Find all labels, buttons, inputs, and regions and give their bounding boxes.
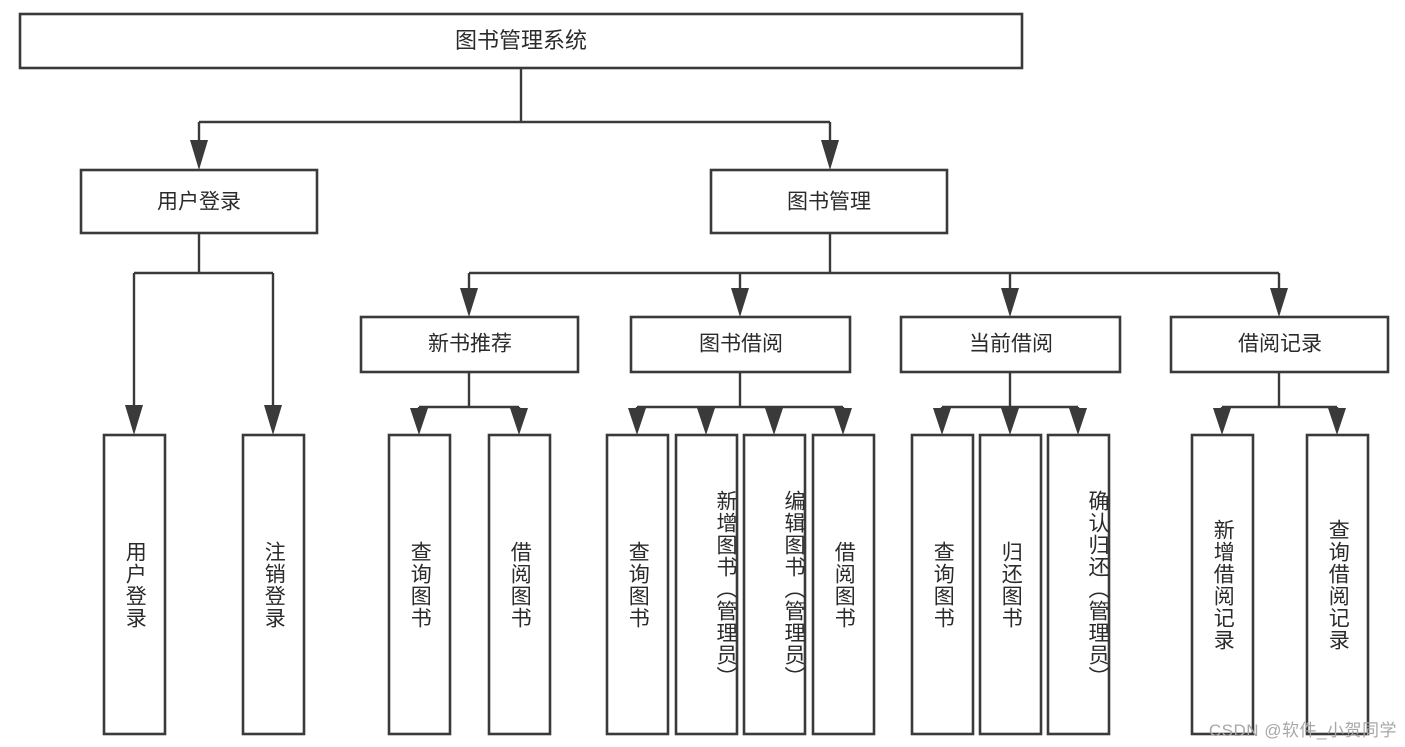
node-box-book-borrow[interactable] [629,315,852,374]
arrow-head-new-book-recommend [460,288,478,317]
node-label-new-book-recommend: 新书推荐 [428,333,512,356]
node-box-leaf-cb-confirm-return[interactable] [1046,433,1111,736]
node-box-leaf-bb-add-book[interactable] [674,433,739,736]
arrow-head-borrow-record [1270,288,1288,317]
connector-group-new-book-recommend-to-leaves [410,372,528,435]
node-borrow-record[interactable]: 借阅记录 [1169,315,1390,374]
arrow-head-book-management [821,140,839,170]
arrow-head-cb-return-book [1001,408,1019,435]
arrow-head-br-query-record [1328,408,1346,435]
arrow-head-cb-confirm-return [1069,408,1087,435]
arrow-head-nbr-query-book [410,408,428,435]
node-new-book-recommend[interactable]: 新书推荐 [359,315,580,374]
node-box-root[interactable] [18,12,1024,70]
node-root-system[interactable]: 图书管理系统 [18,12,1024,70]
node-label-user-login: 用户登录 [157,191,241,214]
arrow-head-bb-query-book [628,408,646,435]
node-current-borrow[interactable]: 当前借阅 [899,315,1122,374]
arrow-head-bb-edit-book [765,408,783,435]
node-book-management[interactable]: 图书管理 [709,168,949,235]
node-box-leaf-nbr-query-book[interactable] [387,433,452,736]
node-label-book-borrow: 图书借阅 [699,333,783,356]
arrow-head-user-login [190,140,208,170]
node-label-current-borrow: 当前借阅 [969,333,1053,356]
arrow-head-bb-add-book [697,408,715,435]
connector-group-borrow-record-to-leaves [1213,372,1346,435]
node-label-root: 图书管理系统 [455,28,587,53]
node-box-leaf-bb-borrow-book[interactable] [811,433,876,736]
node-box-user-login[interactable] [79,168,319,235]
node-box-leaf-cb-query-book[interactable] [910,433,975,736]
arrow-head-book-borrow [731,288,749,317]
arrow-head-cb-query-book [933,408,951,435]
arrow-head-nbr-borrow-book [510,408,528,435]
connector-group-user-login-to-leaves [125,233,282,435]
node-box-leaf-bb-edit-book[interactable] [742,433,807,736]
arrow-head-current-borrow [1001,288,1019,317]
node-box-leaf-logout-login[interactable] [241,433,306,736]
node-book-borrow[interactable]: 图书借阅 [629,315,852,374]
node-box-leaf-user-login[interactable] [102,433,167,736]
node-box-new-book-recommend[interactable] [359,315,580,374]
arrow-head-br-add-record [1213,408,1231,435]
connector-group-current-borrow-to-leaves [933,372,1087,435]
arrow-head-bb-borrow-book [834,408,852,435]
arrow-head-leaf-user-login [125,405,143,435]
connector-group-book-management-to-level3 [460,233,1288,317]
node-box-leaf-nbr-borrow-book[interactable] [487,433,552,736]
node-user-login[interactable]: 用户登录 [79,168,319,235]
node-box-borrow-record[interactable] [1169,315,1390,374]
watermark-text: CSDN @软件_小贺同学 [1208,721,1397,740]
node-box-leaf-br-add-record[interactable] [1190,433,1255,736]
connector-group-book-borrow-to-leaves [628,372,852,435]
node-box-leaf-br-query-record[interactable] [1305,433,1370,736]
node-box-leaf-bb-query-book[interactable] [605,433,670,736]
connector-group-root-to-level2 [190,68,839,170]
node-label-borrow-record: 借阅记录 [1238,333,1322,356]
node-box-book-management[interactable] [709,168,949,235]
arrow-head-leaf-logout [264,405,282,435]
node-label-book-management: 图书管理 [787,191,871,214]
node-box-leaf-cb-return-book[interactable] [978,433,1043,736]
node-box-current-borrow[interactable] [899,315,1122,374]
